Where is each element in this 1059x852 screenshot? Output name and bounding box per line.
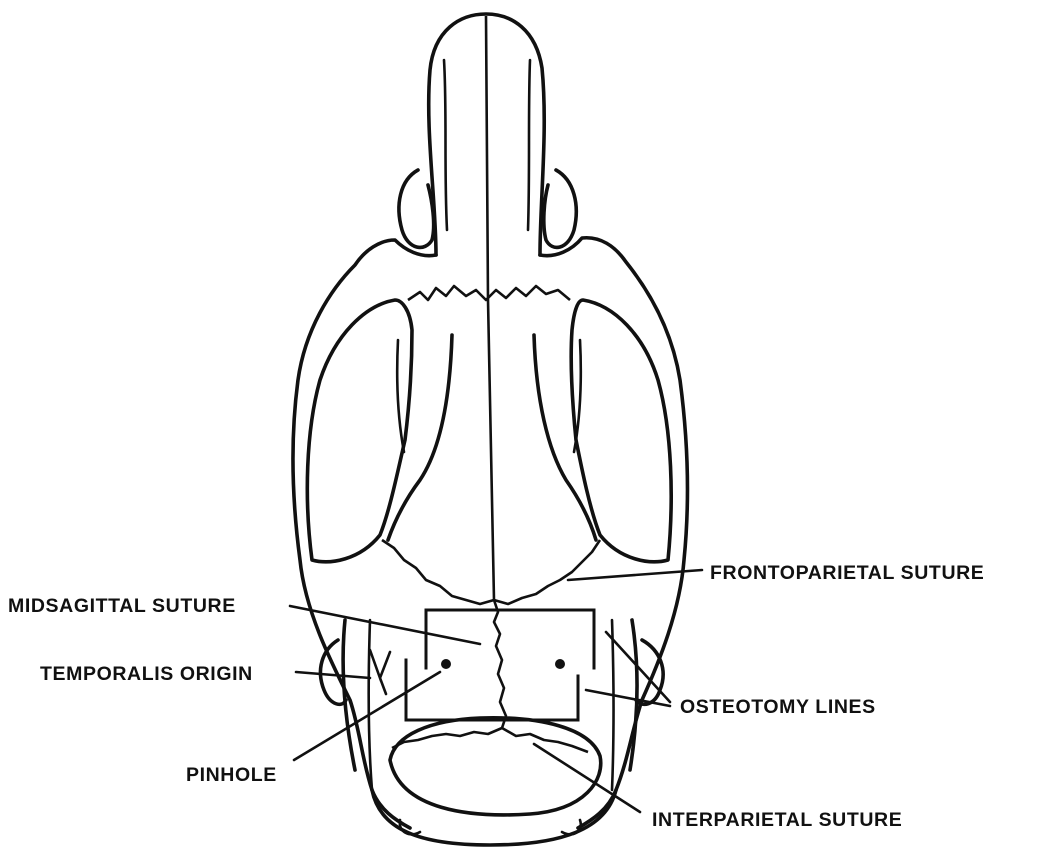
- right-parietal-border: [630, 620, 637, 770]
- pinhole-leader: [294, 672, 440, 760]
- sutures: [382, 16, 600, 752]
- midsagittal-leader: [290, 606, 480, 644]
- label-temporalis-origin: TEMPORALIS ORIGIN: [40, 663, 253, 685]
- right-frontal-ridge: [534, 335, 596, 540]
- right-lacrimal: [544, 170, 576, 247]
- interparietal-leader: [534, 744, 640, 812]
- labels: FRONTOPARIETAL SUTURE MIDSAGITTAL SUTURE…: [8, 562, 984, 831]
- label-osteotomy-lines: OSTEOTOMY LINES: [680, 696, 876, 718]
- right-squamosal: [636, 640, 663, 704]
- temporalis-origin-mark: [370, 650, 390, 694]
- left-orbit-inner: [397, 340, 404, 452]
- temporalis-leader: [296, 672, 370, 678]
- pinhole-left: [441, 659, 451, 669]
- pinhole-right: [555, 659, 565, 669]
- right-orbit-outline: [571, 300, 671, 562]
- label-midsagittal-suture: MIDSAGITTAL SUTURE: [8, 595, 236, 617]
- right-zygoma-line: [612, 620, 614, 790]
- label-pinhole: PINHOLE: [186, 764, 277, 786]
- left-zygoma-line: [369, 620, 372, 790]
- midsagittal-suture-jagged: [494, 600, 506, 728]
- osteotomy-lines: [370, 610, 594, 720]
- interparietal-suture: [392, 728, 588, 752]
- label-interparietal-suture: INTERPARIETAL SUTURE: [652, 809, 902, 831]
- left-lacrimal: [399, 170, 434, 247]
- snout-inner-left: [444, 60, 447, 230]
- midsagittal-suture-line: [486, 16, 494, 600]
- label-frontoparietal-suture: FRONTOPARIETAL SUTURE: [710, 562, 984, 584]
- frontoparietal-suture: [382, 540, 600, 604]
- snout-inner-right: [528, 60, 530, 230]
